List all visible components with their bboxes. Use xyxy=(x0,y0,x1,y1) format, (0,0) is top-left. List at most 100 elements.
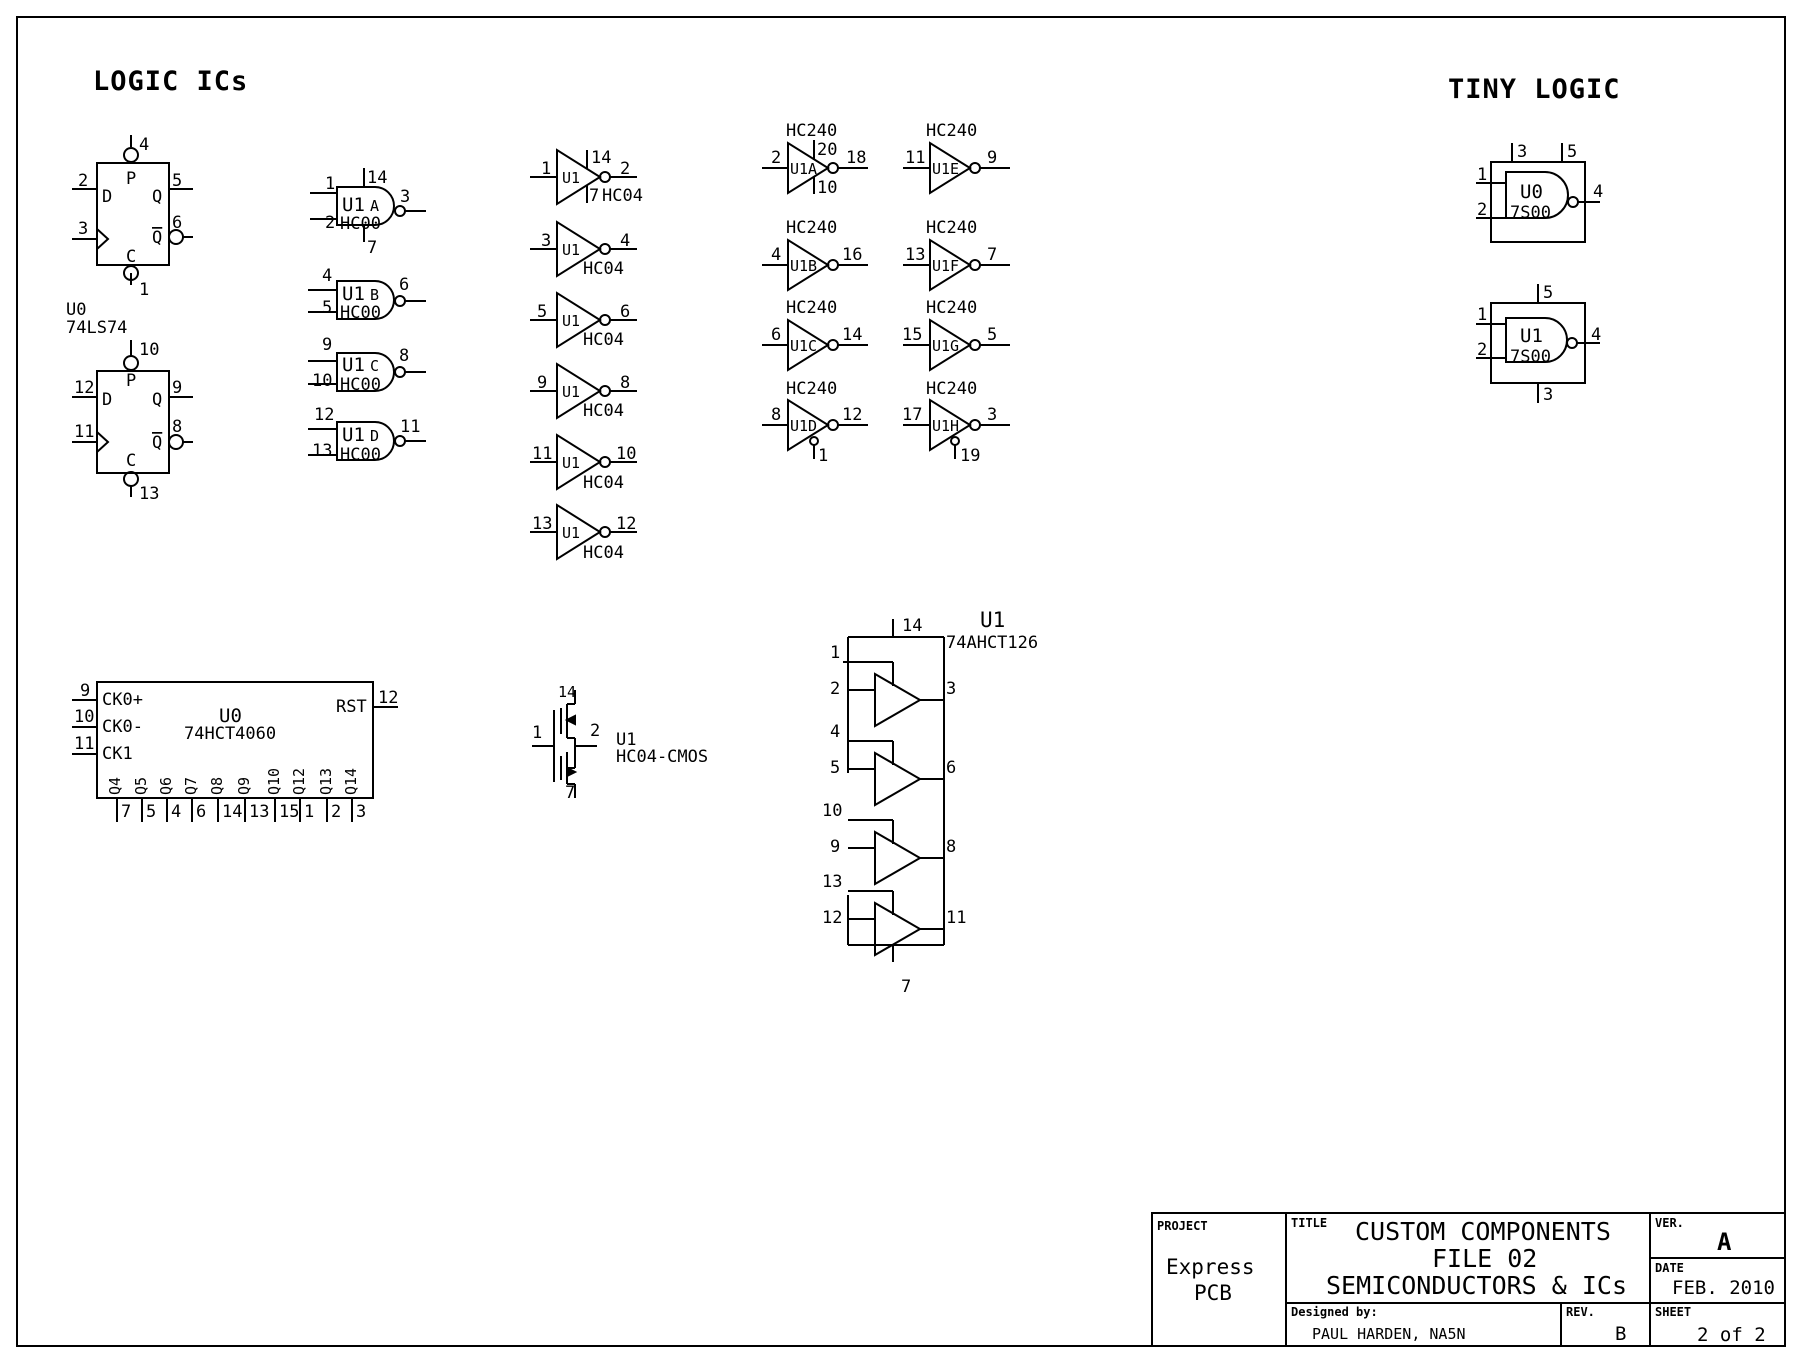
cmos-out: 2 xyxy=(590,721,600,741)
title-line3: SEMICONDUCTORS & ICs xyxy=(1326,1271,1627,1300)
project-line1: Express xyxy=(1166,1255,1255,1279)
buf-1-out: 9 xyxy=(987,148,997,168)
inv-2-out: 6 xyxy=(620,302,630,322)
counter-in-0-pin: 9 xyxy=(80,681,90,701)
ff-part: 74LS74 xyxy=(66,318,127,338)
nand-c-part: HC00 xyxy=(340,375,381,395)
tiny-u1-out: 4 xyxy=(1591,325,1601,345)
counter-q4-label: Q8 xyxy=(208,777,226,795)
ff-a-d: D xyxy=(102,187,112,207)
nand-c xyxy=(308,352,426,392)
counter-q7-pin: 1 xyxy=(304,802,314,822)
buf-7-oe: 19 xyxy=(960,446,980,466)
nand-a-part: HC00 xyxy=(340,214,381,234)
cmos-ref: U1 xyxy=(616,730,636,750)
counter-q5-pin: 13 xyxy=(249,802,269,822)
title-block xyxy=(1151,1212,1786,1347)
buf-3-part: HC240 xyxy=(926,218,977,238)
flipflop-a xyxy=(72,135,193,285)
ff-a-c-pin: 1 xyxy=(139,280,149,300)
counter-q1-label: Q5 xyxy=(132,777,150,795)
cmos-in: 1 xyxy=(532,723,542,743)
nand-d-part: HC00 xyxy=(340,445,381,465)
tiny-logic-heading: TINY LOGIC xyxy=(1448,74,1621,105)
designed-label: Designed by: xyxy=(1291,1305,1378,1319)
buf-2-out: 16 xyxy=(842,245,862,265)
inv-0-part: HC04 xyxy=(602,186,643,206)
nand-c-unit: C xyxy=(370,357,379,375)
inv-1-part: HC04 xyxy=(583,259,624,279)
cmos-vdd: 14 xyxy=(558,683,576,701)
buf-4-out: 14 xyxy=(842,325,862,345)
ff-b-d-pin: 12 xyxy=(74,378,94,398)
qb-ref: U1 xyxy=(980,608,1005,632)
tiny-u0 xyxy=(1476,143,1600,243)
ff-b-c: C xyxy=(126,451,136,471)
sheet-label: SHEET xyxy=(1655,1305,1691,1319)
nand-a-in2: 2 xyxy=(325,213,335,233)
nand-a-ref: U1 xyxy=(342,194,365,216)
ff-b-q: Q xyxy=(152,390,162,410)
date-label: DATE xyxy=(1655,1261,1684,1275)
qb-3-oe: 13 xyxy=(822,872,842,892)
nand-d-in2: 13 xyxy=(312,441,332,461)
buf-6-ref: U1D xyxy=(790,417,817,435)
date-value: FEB. 2010 xyxy=(1672,1277,1775,1299)
counter-q1-pin: 5 xyxy=(146,802,156,822)
tiny-u0-ref: U0 xyxy=(1520,181,1543,203)
tiny-u0-out: 4 xyxy=(1593,182,1603,202)
qb-2-out: 8 xyxy=(946,837,956,857)
counter-q3-label: Q7 xyxy=(182,777,200,795)
buf-2-part: HC240 xyxy=(786,218,837,238)
qb-1-in: 5 xyxy=(830,758,840,778)
inv-3-ref: U1 xyxy=(562,383,580,401)
ff-a-q: Q xyxy=(152,187,162,207)
counter-q8-pin: 2 xyxy=(331,802,341,822)
inv-4-in: 11 xyxy=(532,444,552,464)
buf-0-vcc: 20 xyxy=(817,140,837,160)
counter-q9-label: Q14 xyxy=(342,768,360,795)
nand-a-gnd: 7 xyxy=(367,238,377,258)
inv-3-part: HC04 xyxy=(583,401,624,421)
inv-4-part: HC04 xyxy=(583,473,624,493)
inv-0-in: 1 xyxy=(541,159,551,179)
buf-7-in: 17 xyxy=(902,405,922,425)
buf-2-ref: U1B xyxy=(790,257,817,275)
buf-6-out: 12 xyxy=(842,405,862,425)
nand-d-in1: 12 xyxy=(314,405,334,425)
counter-rst-label: RST xyxy=(336,697,367,717)
qb-2-oe: 10 xyxy=(822,801,842,821)
ff-b-qbar: Q xyxy=(152,433,162,453)
qb-part: 74AHCT126 xyxy=(946,633,1038,653)
ff-b-p: P xyxy=(126,371,136,391)
nand-d xyxy=(308,421,426,461)
tiny-u1-part: 7S00 xyxy=(1510,347,1551,367)
nand-b-in2: 5 xyxy=(322,298,332,318)
buf-1-ref: U1E xyxy=(932,160,959,178)
counter-q0-pin: 7 xyxy=(121,802,131,822)
counter-q9-pin: 3 xyxy=(356,802,366,822)
ff-b-d: D xyxy=(102,390,112,410)
inv-0-vcc: 14 xyxy=(591,148,611,168)
project-line2: PCB xyxy=(1194,1281,1232,1305)
buf-5-out: 5 xyxy=(987,325,997,345)
nand-b-in1: 4 xyxy=(322,266,332,286)
inv-3-out: 8 xyxy=(620,373,630,393)
buf-4-in: 6 xyxy=(771,325,781,345)
sheet-value: 2 of 2 xyxy=(1697,1324,1766,1346)
title-line2: FILE 02 xyxy=(1432,1244,1537,1273)
cmos-gnd: 7 xyxy=(565,783,575,803)
nand-b xyxy=(308,280,426,320)
inv-5-in: 13 xyxy=(532,514,552,534)
qb-0-in: 2 xyxy=(830,679,840,699)
nand-a-unit: A xyxy=(370,197,379,215)
qb-3-out: 11 xyxy=(946,908,966,928)
inv-5-ref: U1 xyxy=(562,524,580,542)
inv-5-part: HC04 xyxy=(583,543,624,563)
buf-1-in: 11 xyxy=(905,148,925,168)
nand-b-out: 6 xyxy=(399,275,409,295)
nand-b-unit: B xyxy=(370,286,379,304)
rev-value: B xyxy=(1615,1323,1626,1345)
cmos-part: HC04-CMOS xyxy=(616,747,708,767)
counter-in-2-label: CK1 xyxy=(102,744,133,764)
